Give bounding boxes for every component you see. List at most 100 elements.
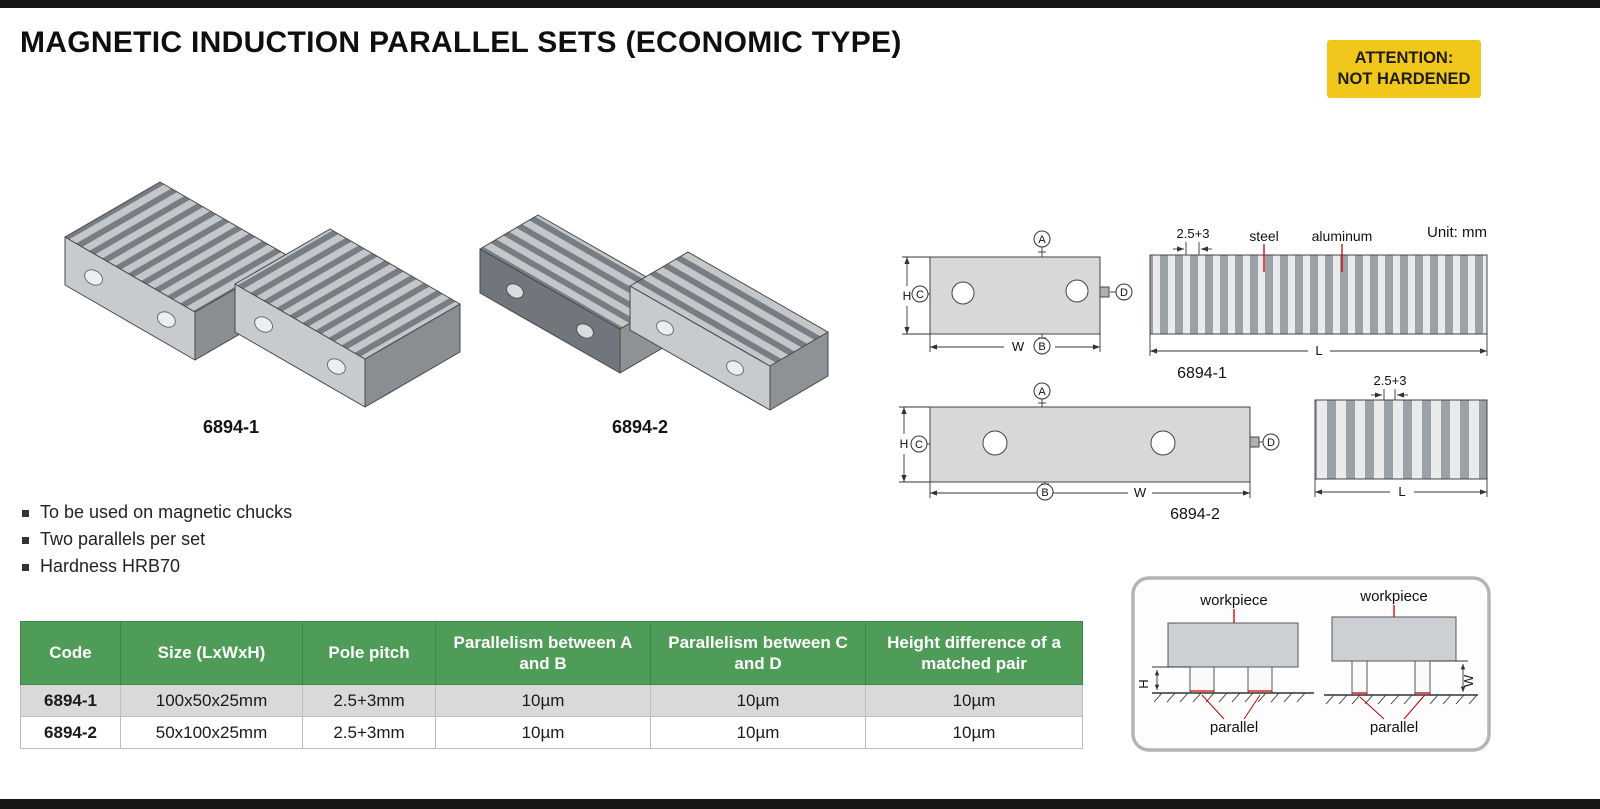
aluminum-label: aluminum [1312,228,1373,244]
header-parallelism-ab: Parallelism between A and B [435,621,651,685]
dim-label-a: A [1038,234,1046,246]
cell-size: 50x100x25mm [120,716,303,749]
cell-parallelism-cd: 10µm [650,684,866,717]
workpiece-label: workpiece [1359,588,1428,605]
workpiece-label: workpiece [1199,592,1268,609]
cell-parallelism-ab: 10µm [435,684,651,717]
mounting-hole [576,323,594,339]
mounting-hole [156,311,176,328]
header-code: Code [20,621,121,685]
unit-label: Unit: mm [1427,224,1487,241]
pole-hole [982,430,1008,456]
feature-item: Hardness HRB70 [20,556,292,583]
front-view-6894-2: A B C D H W 6894-2 [899,382,1280,523]
surface-hatching [1153,692,1306,703]
product-image-6894-1 [64,181,461,408]
parallel-block-front [629,251,829,411]
technical-drawings: A B C D H W 2.5+3 steel al [899,224,1488,523]
pole-hole [1150,430,1176,456]
cell-parallelism-ab: 10µm [435,716,651,749]
bottom-border-bar [0,799,1600,809]
spec-table: Code Size (LxWxH) Pole pitch Parallelism… [20,621,1083,749]
bullet-square-icon [22,510,29,517]
drawing-caption-6894-2: 6894-2 [1170,506,1220,523]
parallel-pointer-line [1403,696,1424,720]
profile-view-6894-2: 2.5+3 L [1314,373,1488,499]
mounting-hole [656,320,674,336]
feature-item: Two parallels per set [20,529,292,556]
attention-line1: ATTENTION: [1354,48,1454,67]
feature-list: To be used on magnetic chucks Two parall… [20,502,292,583]
usage-scene-flat: workpiece H parallel [1136,592,1314,736]
mounting-hole [84,269,104,286]
attention-line2: NOT HARDENED [1337,70,1471,88]
dim-label-w: W [1012,339,1025,354]
feature-text: Two parallels per set [40,529,206,549]
parallel-block [1189,666,1215,694]
top-border-bar [0,0,1600,8]
cell-height-difference: 10µm [865,684,1083,717]
dim-label-d: D [1120,287,1128,299]
parallel-pointer-line [1243,694,1261,720]
feature-text: To be used on magnetic chucks [40,502,293,522]
front-view-6894-1: A B C D H W [902,230,1133,355]
dim-label-l: L [1315,343,1322,358]
dim-label-c: C [915,439,923,451]
parallel-label: parallel [1370,719,1418,736]
parallel-block [1247,666,1273,694]
dimension-lines [1314,389,1488,497]
header-pole-pitch: Pole pitch [302,621,436,685]
product-caption-6894-2: 6894-2 [611,417,669,437]
cell-height-difference: 10µm [865,716,1083,749]
dim-label-h: H [900,437,909,451]
pitch-label: 2.5+3 [1177,226,1210,241]
pitch-label: 2.5+3 [1374,373,1407,388]
feature-item: To be used on magnetic chucks [20,502,292,529]
header-size: Size (LxWxH) [120,621,303,685]
dim-label-h: H [1136,679,1151,688]
pole-hole [951,281,975,305]
profile-view-6894-1: 2.5+3 steel aluminum Unit: mm L 6894-1 [1149,224,1488,382]
parallel-label: parallel [1210,719,1258,736]
header-height-difference: Height difference of a matched pair [865,621,1083,685]
parallel-pointer-line [1201,694,1225,720]
dim-label-w: W [1461,674,1476,687]
parallel-pointer-line [1359,696,1385,720]
table-header-row: Code Size (LxWxH) Pole pitch Parallelism… [20,621,1083,685]
cell-pole-pitch: 2.5+3mm [302,684,436,717]
side-screw [1099,286,1110,298]
dim-label-b: B [1038,341,1045,353]
bullet-square-icon [22,564,29,571]
parallel-block [1351,660,1368,696]
cell-code: 6894-2 [20,716,121,749]
dim-label-c: C [916,289,924,301]
dim-label-b: B [1041,487,1048,499]
mounting-hole [506,283,524,299]
pole-hole [1065,279,1089,303]
side-screw [1249,436,1260,448]
product-image-6894-2 [479,214,829,411]
dimension-lines [1149,242,1488,356]
parallel-block-front [234,228,461,408]
workpiece-block [1167,622,1299,668]
table-row: 6894-1 100x50x25mm 2.5+3mm 10µm 10µm 10µ… [20,684,1083,717]
feature-text: Hardness HRB70 [40,556,181,576]
dim-label-l: L [1398,484,1405,499]
mounting-hole [254,316,274,333]
usage-illustration: workpiece H parallel [1131,576,1491,752]
header-parallelism-cd: Parallelism between C and D [650,621,866,685]
mounting-hole [326,358,346,375]
bullet-square-icon [22,537,29,544]
dim-label-w: W [1134,485,1147,500]
dim-label-a: A [1038,386,1046,398]
table-row: 6894-2 50x100x25mm 2.5+3mm 10µm 10µm 10µ… [20,716,1083,749]
attention-badge: ATTENTION: NOT HARDENED [1327,40,1481,98]
parallel-block [1414,660,1431,696]
cell-size: 100x50x25mm [120,684,303,717]
cell-code: 6894-1 [20,684,121,717]
dim-label-h: H [903,289,912,303]
cell-parallelism-cd: 10µm [650,716,866,749]
product-caption-6894-1: 6894-1 [202,417,260,437]
usage-scene-on-edge: workpiece W parallel [1324,588,1478,736]
mounting-hole [726,360,744,376]
